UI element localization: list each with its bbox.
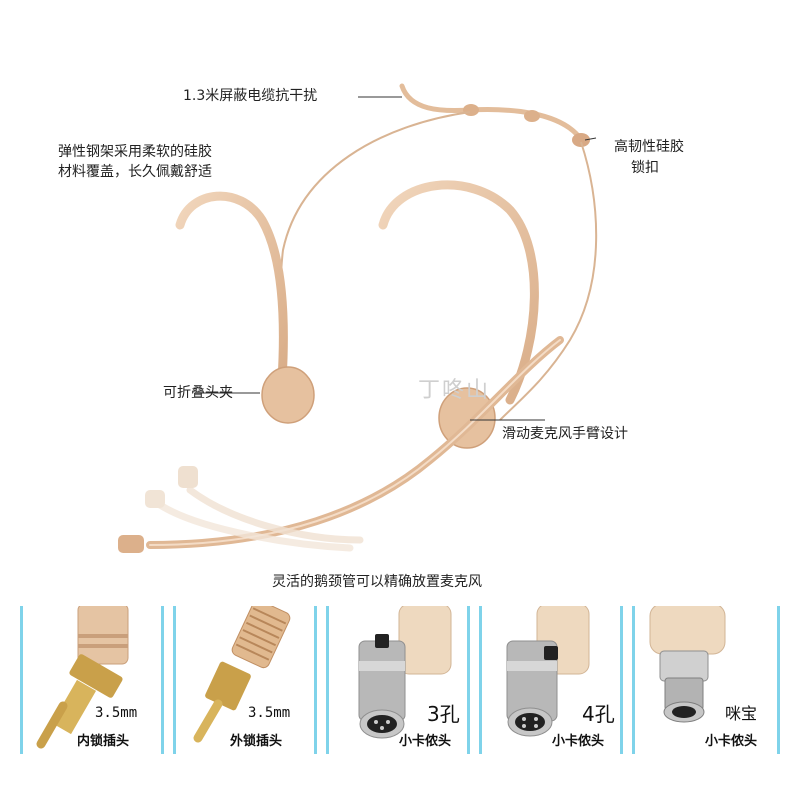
callout-buckle-line1: 高韧性硅胶 [614, 139, 684, 155]
connector-panel-mibao: 咪宝 小卡侬头 [632, 606, 780, 754]
connector-name: 内锁插头 [77, 734, 130, 749]
headset-drawing [118, 83, 598, 553]
silicone-buckle [572, 133, 590, 147]
connector-panel-3pin: 3孔 小卡侬头 [326, 606, 470, 754]
callout-cable: 1.3米屏蔽电缆抗干扰 [183, 88, 318, 104]
connector-spec: 3.5mm [248, 705, 291, 721]
connector-name: 小卡侬头 [705, 734, 758, 749]
connector-panel-inner-lock: 3.5mm 内锁插头 [20, 606, 164, 754]
plug-inner-lock-icon [36, 606, 129, 749]
connector-panel-4pin: 4孔 小卡侬头 [479, 606, 623, 754]
connector-name: 小卡侬头 [399, 734, 452, 749]
folding-clip [261, 366, 315, 424]
callout-frame-line2: 材料覆盖，长久佩戴舒适 [58, 164, 212, 180]
connector-spec: 咪宝 [725, 704, 758, 723]
mini-xlr-4pin-icon [506, 606, 590, 737]
connector-spec: 3.5mm [95, 705, 138, 721]
plug-outer-lock-icon [193, 606, 291, 743]
cable-bead [463, 104, 479, 116]
callout-buckle-line2: 锁扣 [631, 160, 659, 176]
sliding-arm-hub [438, 387, 496, 449]
cable [399, 83, 583, 141]
callout-frame-line1: 弹性钢架采用柔软的硅胶 [58, 144, 212, 160]
connector-panel-outer-lock: 3.5mm 外锁插头 [173, 606, 317, 754]
callout-clip: 可折叠头夹 [163, 385, 233, 401]
gooseneck-boom [146, 336, 564, 549]
connector-strip: 3.5mm 内锁插头 3.5mm 外锁插头 [20, 606, 780, 756]
left-ear-hook [175, 191, 288, 385]
right-ear-hook [378, 180, 539, 405]
watermark: 丁咚山 [418, 378, 491, 403]
mibao-plug-icon [649, 606, 726, 723]
callout-arm: 滑动麦克风手臂设计 [502, 426, 628, 442]
connector-name: 小卡侬头 [552, 734, 605, 749]
mini-xlr-3pin-icon [358, 606, 452, 739]
mic-capsule [118, 535, 144, 553]
cable-bead [524, 110, 540, 122]
callout-gooseneck: 灵活的鹅颈管可以精确放置麦克风 [272, 574, 482, 590]
connector-name: 外锁插头 [230, 734, 283, 749]
connector-spec: 4孔 [582, 702, 615, 726]
connector-spec: 3孔 [427, 702, 460, 726]
